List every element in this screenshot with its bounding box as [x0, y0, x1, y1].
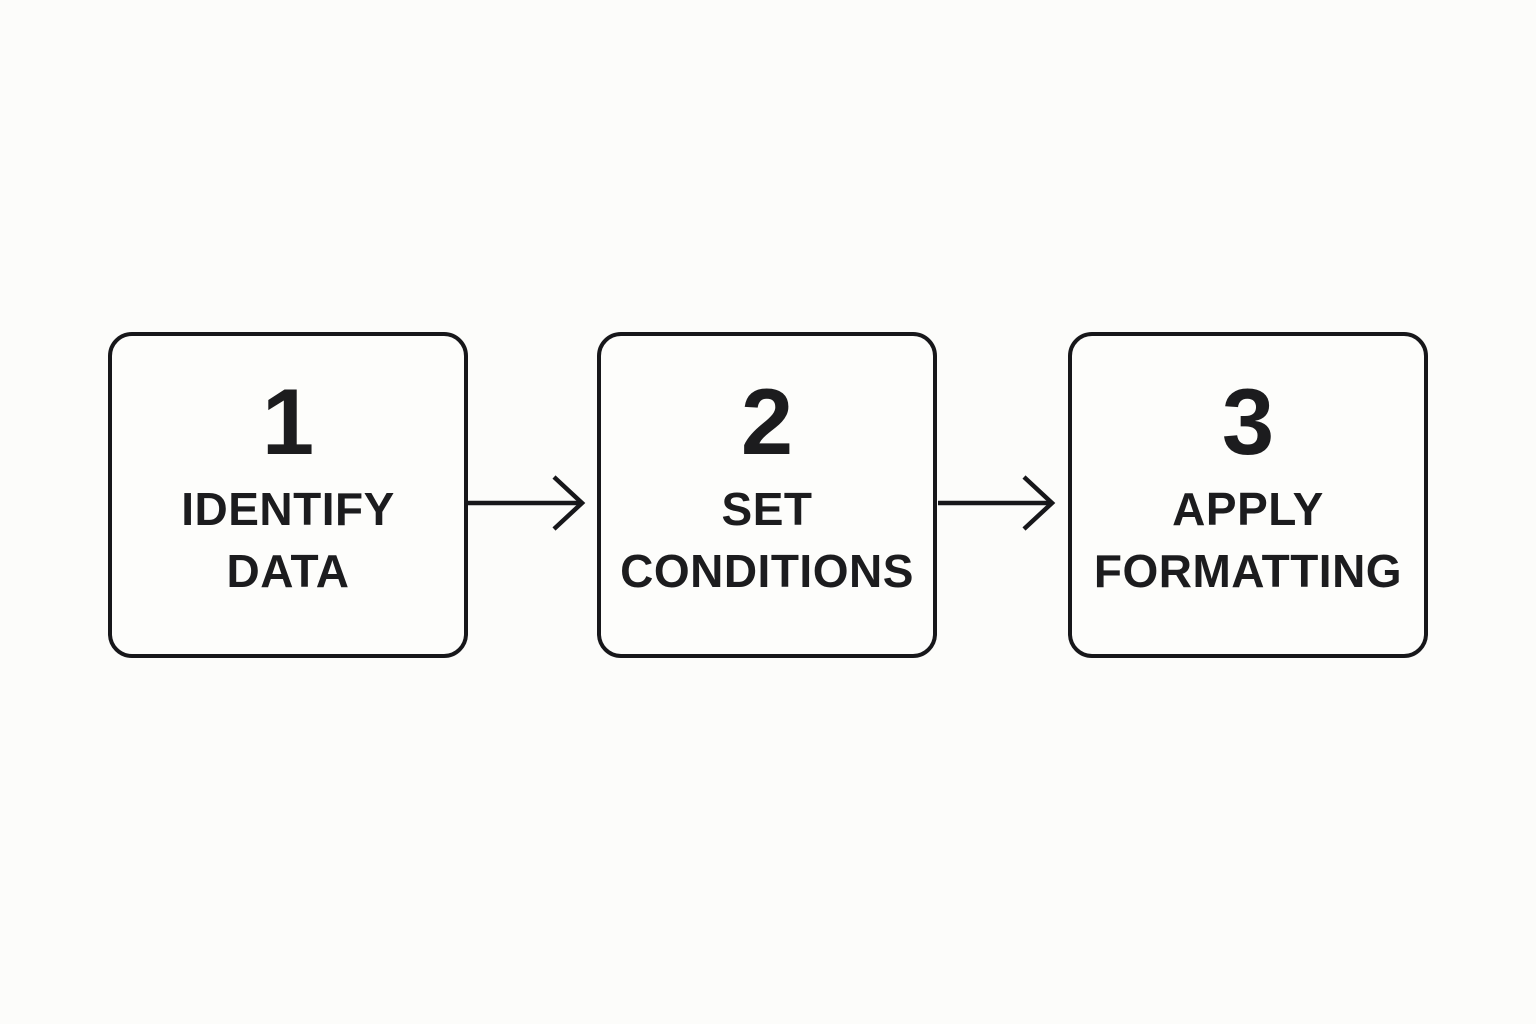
- arrow-right-icon: [468, 475, 586, 531]
- step-number: 3: [1221, 368, 1275, 474]
- step-label-line: SET: [721, 482, 813, 535]
- step-box-apply-formatting: 3 APPLY FORMATTING: [1068, 332, 1428, 658]
- step-content: 3 APPLY FORMATTING: [1094, 368, 1402, 602]
- step-label-line: DATA: [226, 544, 350, 597]
- step-content: 1 IDENTIFY DATA: [181, 368, 395, 602]
- step-label: APPLY FORMATTING: [1094, 478, 1402, 602]
- step-content: 2 SET CONDITIONS: [620, 368, 914, 602]
- step-number: 2: [740, 368, 794, 474]
- step-label-line: FORMATTING: [1093, 544, 1403, 597]
- step-box-identify-data: 1 IDENTIFY DATA: [108, 332, 468, 658]
- step-box-set-conditions: 2 SET CONDITIONS: [597, 332, 937, 658]
- arrow-right-icon: [938, 475, 1056, 531]
- step-label-line: APPLY: [1172, 482, 1324, 535]
- step-label: IDENTIFY DATA: [181, 478, 395, 602]
- step-label: SET CONDITIONS: [620, 478, 914, 602]
- step-label-line: CONDITIONS: [620, 544, 914, 597]
- step-number: 1: [261, 368, 315, 474]
- step-label-line: IDENTIFY: [181, 482, 395, 535]
